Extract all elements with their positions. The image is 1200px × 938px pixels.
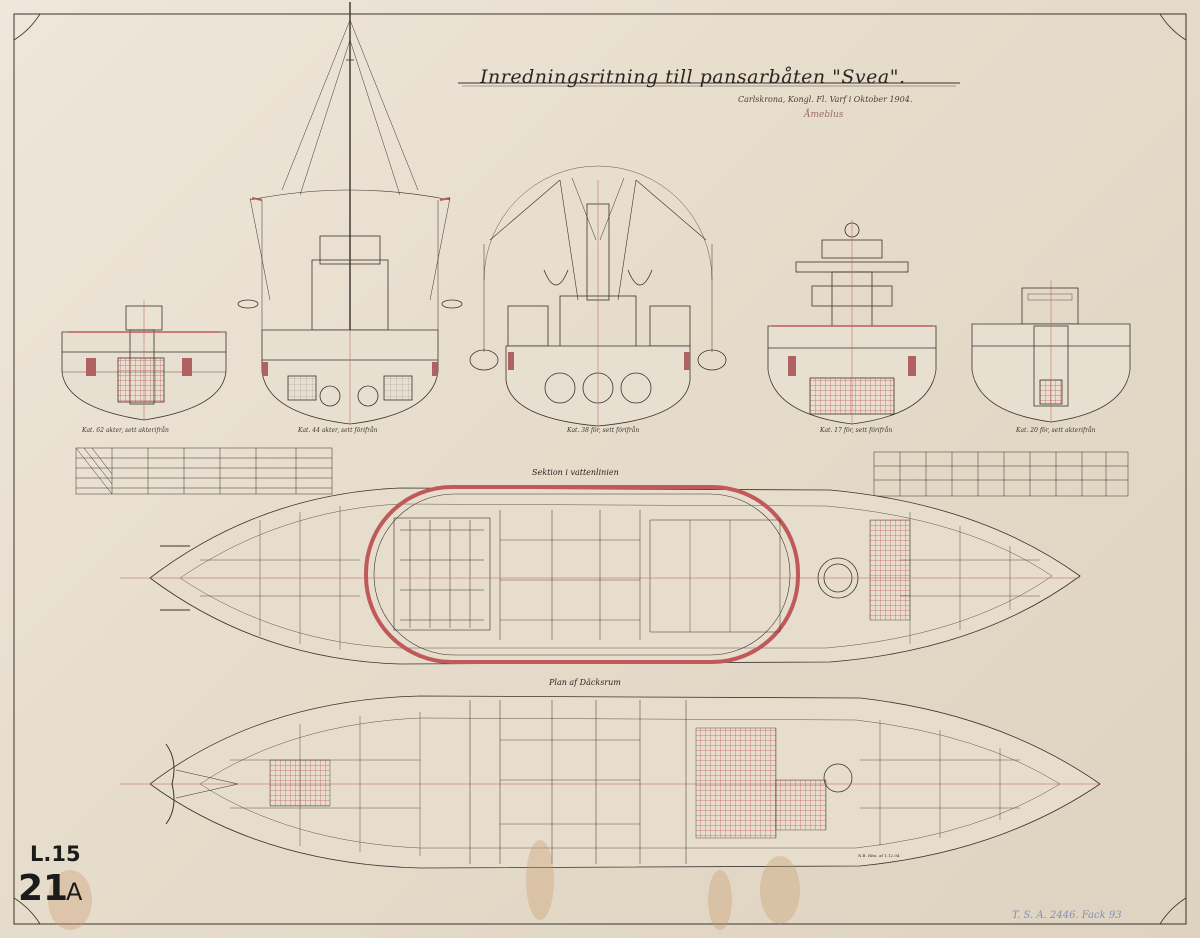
plan-deck [120,695,1101,869]
scale-bar-right [873,451,1129,497]
scale-bar-left [75,447,333,495]
cross-section-5 [971,280,1131,423]
section-caption: Kat. 62 akter, sett akterifrån [82,427,169,434]
signature: Åmeblus [804,110,844,120]
corner-ornament [13,13,41,41]
corner-ornament [1159,13,1187,41]
section-caption: Kat. 38 för, sett förifrån [567,427,640,434]
cross-section-1 [61,300,227,421]
sheet-number: 21 [18,868,69,909]
sheet-border [13,13,1187,925]
drawing-subtitle: Carlskrona, Kongl. Fl. Varf i Oktober 19… [738,95,913,104]
section-caption: Kat. 17 för, sett förifrån [820,427,893,434]
cross-section-2 [237,2,463,425]
cross-section-3 [469,165,727,427]
plan-title-deck: Plan af Däcksrum [549,678,621,687]
corner-ornament [13,897,41,925]
corner-ornament [1159,897,1187,925]
archive-stamp: T. S. A. 2446. Fack 93 [1012,910,1122,921]
section-caption: Kat. 44 akter, sett förifrån [298,427,378,434]
paper-stains [48,840,800,930]
drawing-title: Inredningsritning till pansarbåten "Svea… [480,66,906,88]
sheet-code: L.15 [30,842,81,866]
sheet-suffix: A [66,878,83,906]
section-caption: Kat. 20 för, sett akterifrån [1016,427,1096,434]
small-note: N.B. Ritn. af 1.12.04 [858,853,900,858]
plan-waterline [120,485,1081,665]
plan-title-waterline: Sektion i vattenlinien [532,468,619,477]
cross-section-4 [767,220,937,425]
